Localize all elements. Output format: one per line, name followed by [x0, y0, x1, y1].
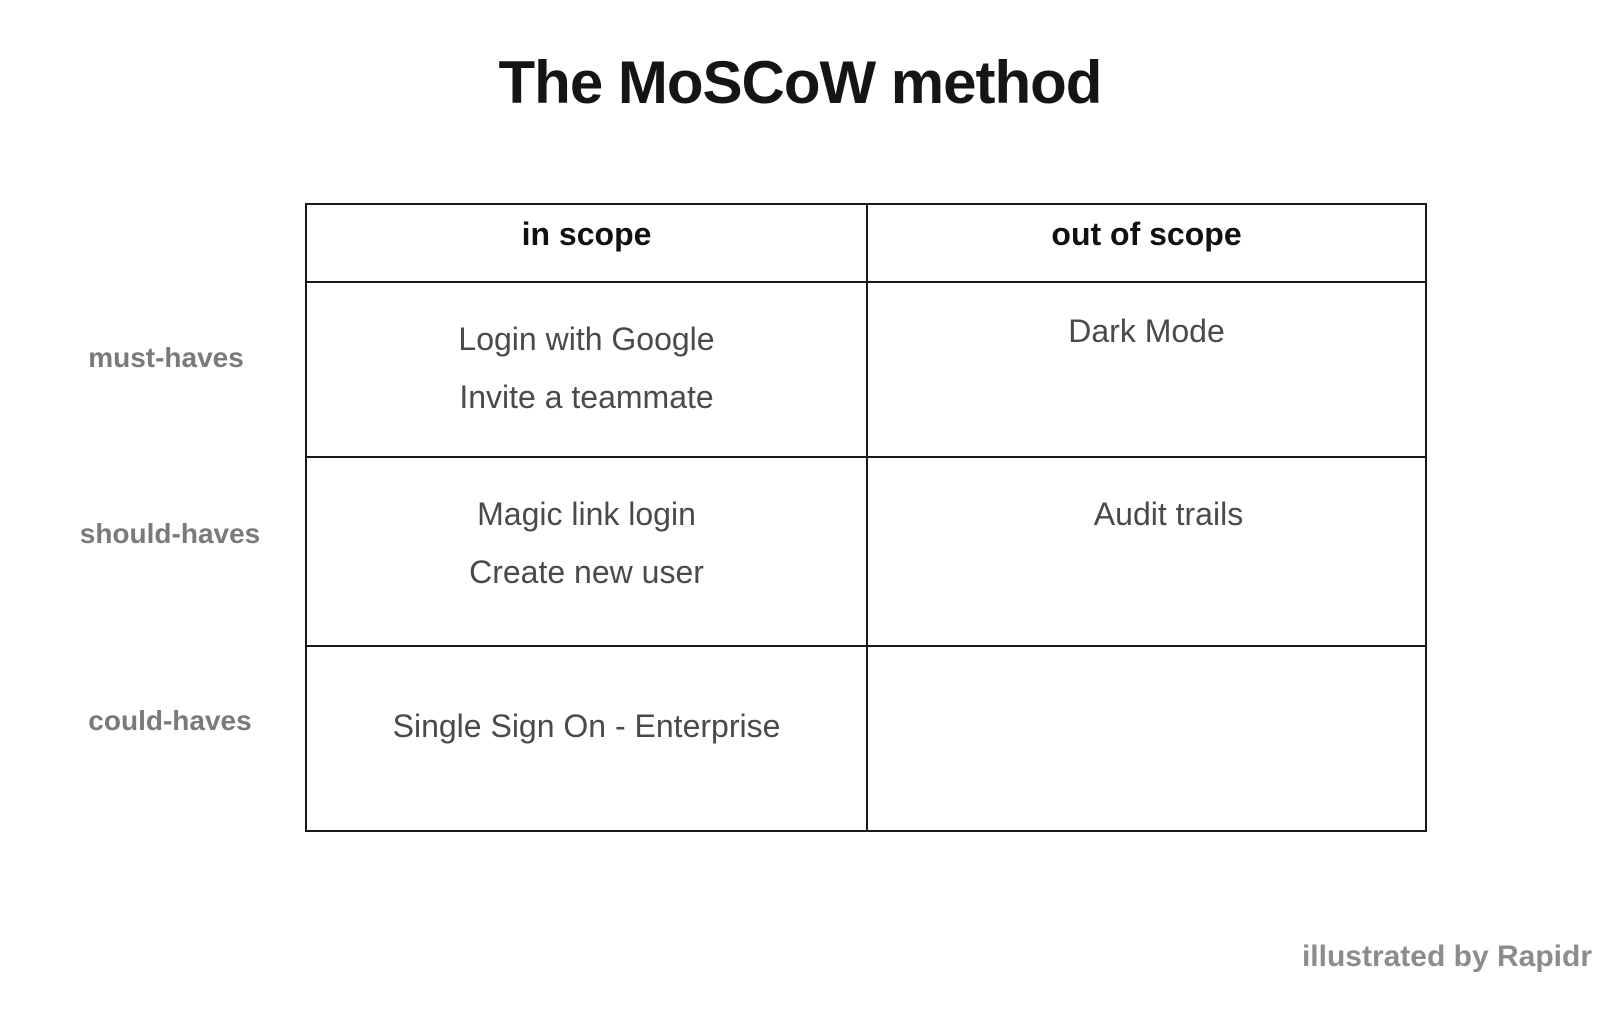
item: Invite a teammate	[459, 379, 714, 415]
cell-should-in-scope: Magic link login Create new user	[307, 485, 866, 601]
attribution: illustrated by Rapidr	[1301, 940, 1592, 973]
item: Audit trails	[1093, 496, 1244, 532]
cell-could-in-scope: Single Sign On - Enterprise	[307, 697, 866, 755]
item: Login with Google	[458, 321, 715, 357]
row-label-could-haves: could-haves	[88, 705, 252, 736]
item: Single Sign On - Enterprise	[392, 708, 781, 744]
column-divider	[866, 203, 868, 832]
row-label-must-haves: must-haves	[88, 342, 244, 373]
item: Magic link login	[477, 496, 696, 532]
column-header-in-scope: in scope	[521, 216, 652, 252]
column-header-out-of-scope: out of scope	[1051, 216, 1242, 252]
diagram-title: The MoSCoW method	[498, 49, 1103, 116]
row-label-should-haves: should-haves	[79, 518, 261, 549]
row-divider	[305, 456, 1427, 458]
cell-must-out-scope: Dark Mode	[868, 302, 1425, 360]
cell-should-out-scope: Audit trails	[890, 485, 1447, 543]
header-divider	[305, 281, 1427, 283]
item: Dark Mode	[1068, 313, 1225, 349]
item: Create new user	[469, 554, 704, 590]
row-divider	[305, 645, 1427, 647]
cell-must-in-scope: Login with Google Invite a teammate	[307, 310, 866, 426]
